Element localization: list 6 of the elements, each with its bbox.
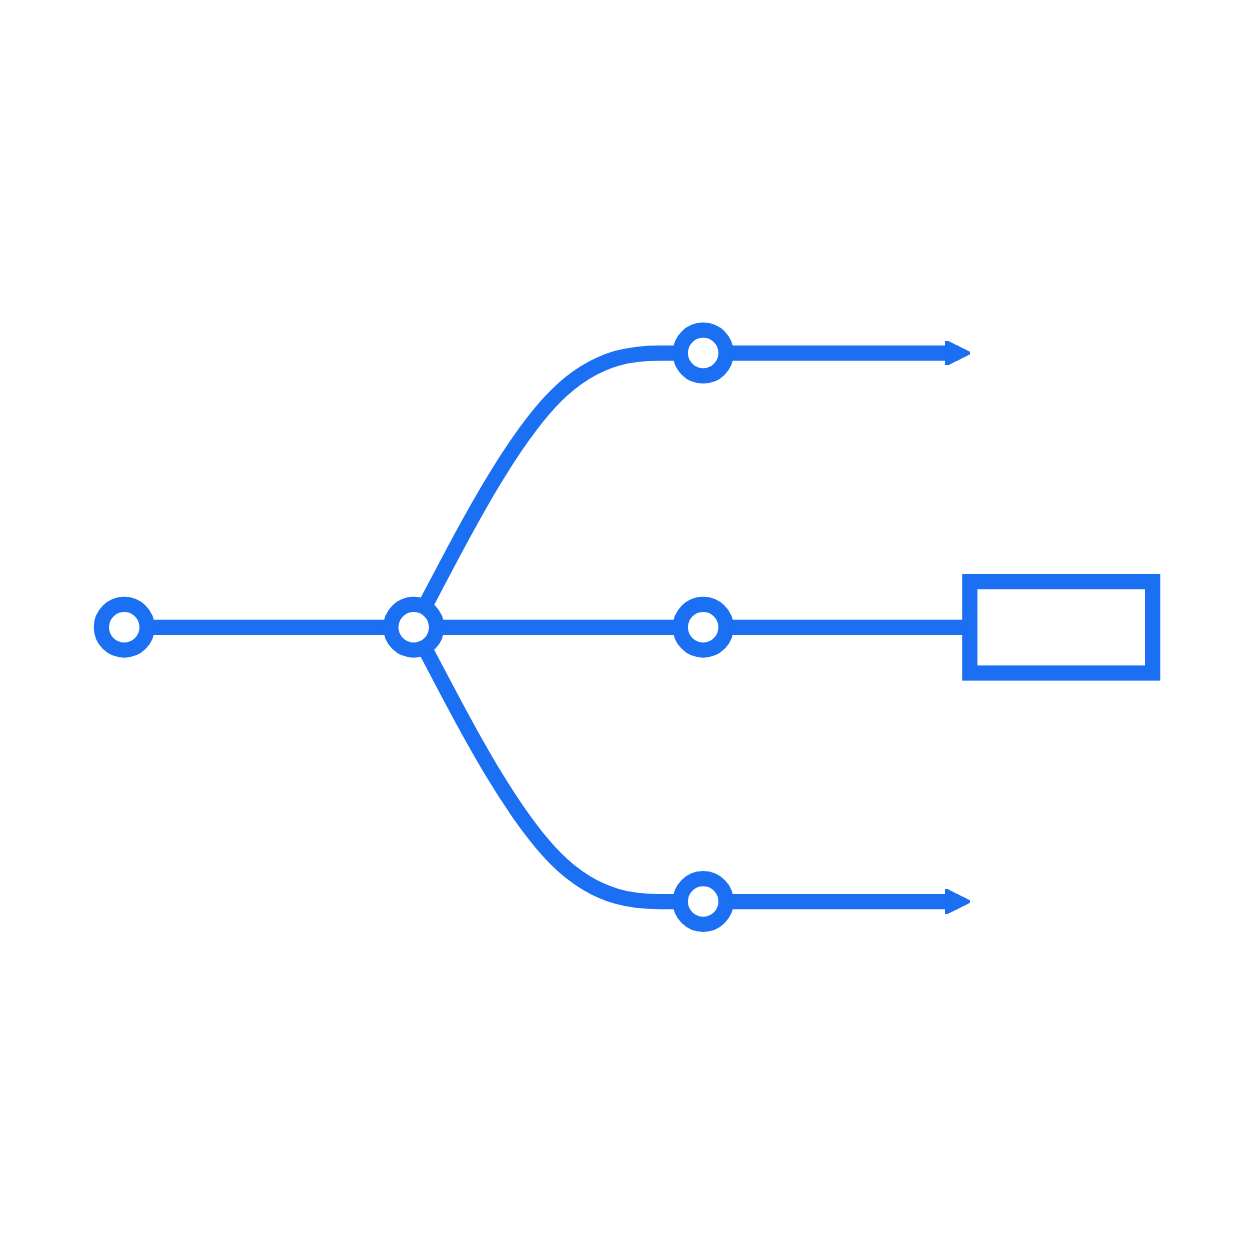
node-circle — [672, 322, 734, 384]
node-circle — [672, 596, 734, 658]
node-box — [962, 573, 1161, 681]
node-circle — [383, 596, 445, 658]
node-circle — [93, 596, 155, 658]
node-circle — [672, 870, 734, 932]
